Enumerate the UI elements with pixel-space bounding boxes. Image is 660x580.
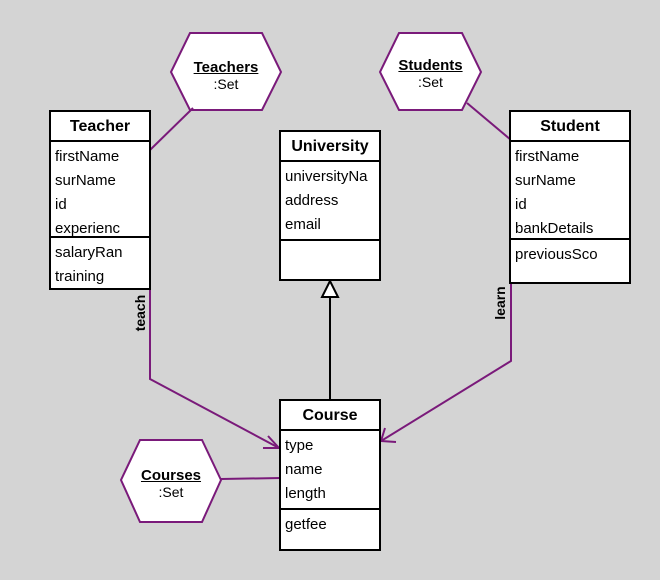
learn-arrowhead <box>379 427 397 443</box>
students-collection-label: Students :Set <box>380 57 481 91</box>
attribute: universityNa <box>285 168 368 185</box>
attribute: id <box>515 196 527 213</box>
course-operations: getfee <box>281 510 379 541</box>
students-collection-name: Students <box>398 57 463 74</box>
attribute: surName <box>515 172 576 189</box>
student-operations: previousSco <box>511 240 629 271</box>
university-class[interactable]: University universityNa address email <box>279 130 381 281</box>
course-class-title: Course <box>281 401 379 431</box>
attribute: address <box>285 192 339 209</box>
university-attributes: universityNa address email <box>281 162 379 241</box>
operation: previousSco <box>515 246 598 263</box>
attribute: firstName <box>515 148 580 165</box>
course-attributes: type name length <box>281 431 379 510</box>
university-operations <box>281 241 379 248</box>
attribute: type <box>285 437 314 454</box>
teach-arrowhead <box>263 435 282 449</box>
university-class-title: University <box>281 132 379 162</box>
student-class[interactable]: Student firstName surName id bankDetails… <box>509 110 631 284</box>
courses-collection-name: Courses <box>140 467 202 484</box>
learn-association-line[interactable] <box>380 283 512 442</box>
teach-association-label: teach <box>132 294 148 332</box>
courses-link-line <box>220 477 282 480</box>
students-collection-hexagon[interactable] <box>378 32 483 111</box>
teach-association-line[interactable] <box>149 289 280 449</box>
attribute: surName <box>55 172 116 189</box>
student-class-title: Student <box>511 112 629 142</box>
teachers-collection-name: Teachers <box>193 59 259 76</box>
operation: training <box>55 268 105 285</box>
teacher-attributes: firstName surName id experienc <box>51 142 149 238</box>
teachers-collection-type: :Set <box>213 76 239 92</box>
courses-collection-label: Courses :Set <box>121 467 221 501</box>
course-class[interactable]: Course type name length getfee <box>279 399 381 551</box>
attribute: id <box>55 196 67 213</box>
attribute: name <box>285 461 323 478</box>
teachers-collection-label: Teachers :Set <box>176 59 276 93</box>
attribute: email <box>285 216 321 233</box>
students-link-line <box>466 102 512 141</box>
students-collection-type: :Set <box>418 74 443 90</box>
teacher-operations: salaryRan training <box>51 238 149 288</box>
learn-association-label: learn <box>492 286 508 320</box>
attribute: experienc <box>55 220 121 237</box>
teachers-link-line <box>149 107 194 151</box>
generalization-arrowhead <box>320 278 340 298</box>
attribute: firstName <box>55 148 120 165</box>
teacher-class[interactable]: Teacher firstName surName id experienc s… <box>49 110 151 290</box>
attribute: bankDetails <box>515 220 594 237</box>
operation: getfee <box>285 516 327 533</box>
student-attributes: firstName surName id bankDetails <box>511 142 629 240</box>
attribute: length <box>285 485 326 502</box>
teachers-collection-hexagon[interactable] <box>169 32 283 111</box>
teacher-class-title: Teacher <box>51 112 149 142</box>
courses-collection-type: :Set <box>158 484 184 500</box>
courses-collection-hexagon[interactable] <box>119 439 223 523</box>
operation: salaryRan <box>55 244 123 261</box>
